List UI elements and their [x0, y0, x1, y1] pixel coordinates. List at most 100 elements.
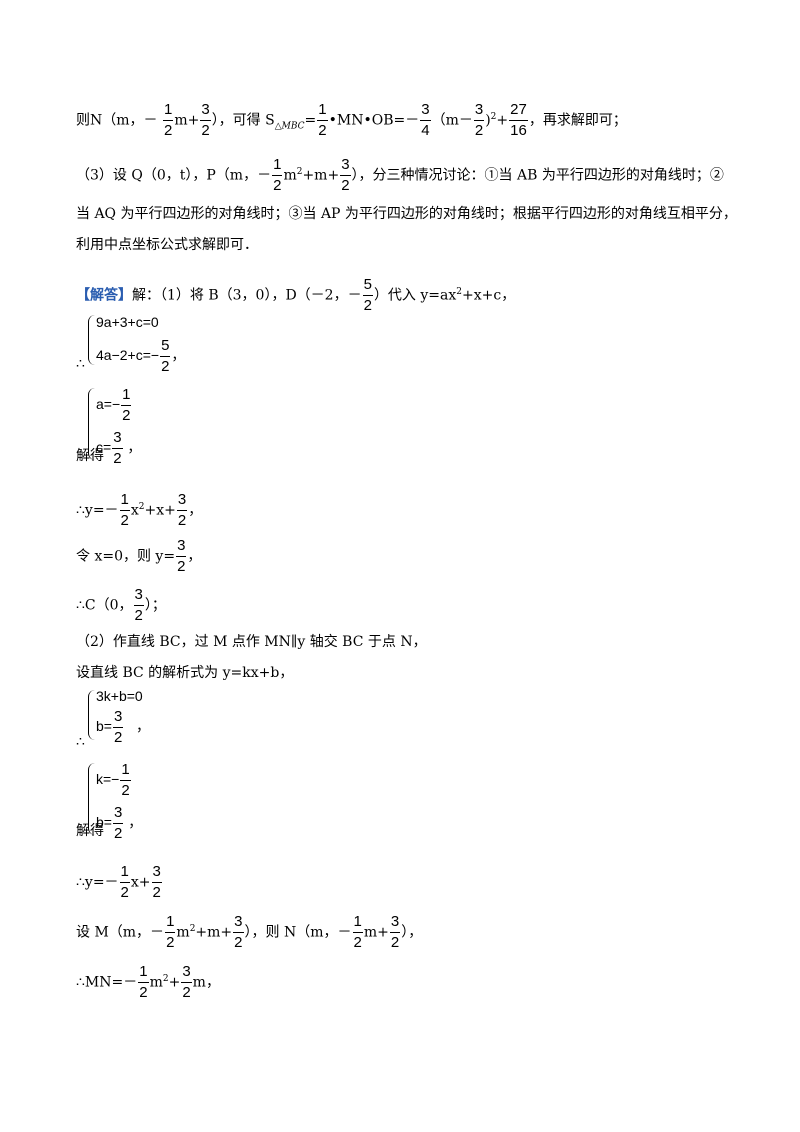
text-span: 3: [133, 585, 144, 606]
text-span: 3: [181, 962, 192, 983]
text-span: ）；: [144, 597, 166, 614]
text-span: 2: [113, 450, 122, 467]
text-span: ）代入 y=ax: [373, 287, 457, 304]
text-span: ，: [128, 814, 143, 831]
text-span: b=: [96, 814, 112, 831]
therefore-symbol: ∴: [76, 356, 85, 372]
text-line-4: 利用中点坐标公式求解即可．: [76, 237, 258, 253]
text-span: 2: [162, 973, 169, 984]
text-span: 设 M（m，－: [76, 924, 165, 941]
text-span: ，: [188, 502, 203, 519]
text-span: +x+c，: [462, 287, 516, 304]
equation: 9a+3+c=0: [96, 314, 159, 330]
text-span: 1: [119, 862, 130, 883]
text-span: 2: [121, 782, 130, 799]
text-span: 2: [363, 297, 372, 314]
text-span: 2: [456, 286, 463, 297]
text-span: m，: [192, 974, 220, 991]
text-span: 2: [234, 934, 243, 951]
text-span: ），则 N（m，－: [244, 924, 352, 941]
text-span: k=−: [96, 771, 120, 788]
text-span: 2: [189, 923, 196, 934]
text-span: 1: [165, 912, 176, 933]
text-span: 2: [163, 122, 173, 139]
text-span: ∴C（0，: [76, 597, 133, 614]
text-span: 2: [122, 407, 131, 424]
text-span: ），可得 S: [211, 112, 275, 129]
text-span: 2: [120, 512, 129, 529]
text-span: 2: [177, 558, 186, 575]
text-span: 2: [120, 884, 129, 901]
text-span: 3: [389, 912, 401, 933]
text-span: 1: [352, 912, 363, 933]
text-line: 设直线 BC 的解析式为 y=kx+b，: [76, 665, 294, 681]
text-span: 3: [112, 428, 123, 449]
text-span: b=: [96, 718, 112, 735]
text-span: ，: [127, 439, 142, 456]
text-span: 1: [120, 760, 131, 781]
text-span: 27: [509, 100, 528, 121]
text-span: ，再求解即可；: [528, 112, 627, 129]
text-span: 2: [113, 729, 123, 746]
text-span: m: [176, 924, 190, 941]
text-span: 解：（1）将 B（3，0），D（－2，－: [132, 287, 362, 304]
brace-symbol: [88, 315, 95, 365]
text-span: 2: [139, 984, 148, 1001]
text-span: a=−: [96, 396, 121, 413]
text-span: +m+: [195, 924, 233, 941]
label: 解得: [76, 823, 104, 839]
text-span: m+: [174, 112, 200, 129]
text-span: ），分三种情况讨论：①当 AB 为平行四边形的对角线时；②: [351, 167, 724, 184]
text-span: ，: [171, 347, 186, 364]
text-span: 3: [200, 100, 211, 121]
text-span: m: [149, 974, 163, 991]
text-span: 3: [233, 912, 244, 933]
text-span: 3: [151, 862, 162, 883]
text-line-3: 当 AQ 为平行四边形的对角线时；③当 AP 为平行四边形的对角线时；根据平行四…: [76, 206, 737, 222]
text-span: +: [496, 112, 509, 129]
text-span: m: [283, 167, 297, 184]
brace-symbol: [88, 388, 95, 460]
text-span: 2: [490, 111, 497, 122]
answer-tag: 【解答】: [76, 287, 132, 304]
therefore-symbol: ∴: [76, 734, 85, 750]
text-span: 1: [317, 100, 328, 121]
text-span: 2: [474, 122, 484, 139]
text-span: 2: [273, 177, 282, 194]
text-span: 2: [390, 934, 400, 951]
text-span: 令 x=0，则 y=: [76, 548, 176, 565]
text-span: 2: [138, 501, 145, 512]
text-span: 2: [161, 358, 170, 375]
text-span: •MN•OB=－: [328, 112, 420, 129]
text-span: 2: [201, 122, 210, 139]
text-span: 5: [160, 336, 171, 357]
text-span: +: [168, 974, 181, 991]
brace-symbol: [88, 763, 95, 835]
text-span: N（m，－: [90, 112, 158, 129]
